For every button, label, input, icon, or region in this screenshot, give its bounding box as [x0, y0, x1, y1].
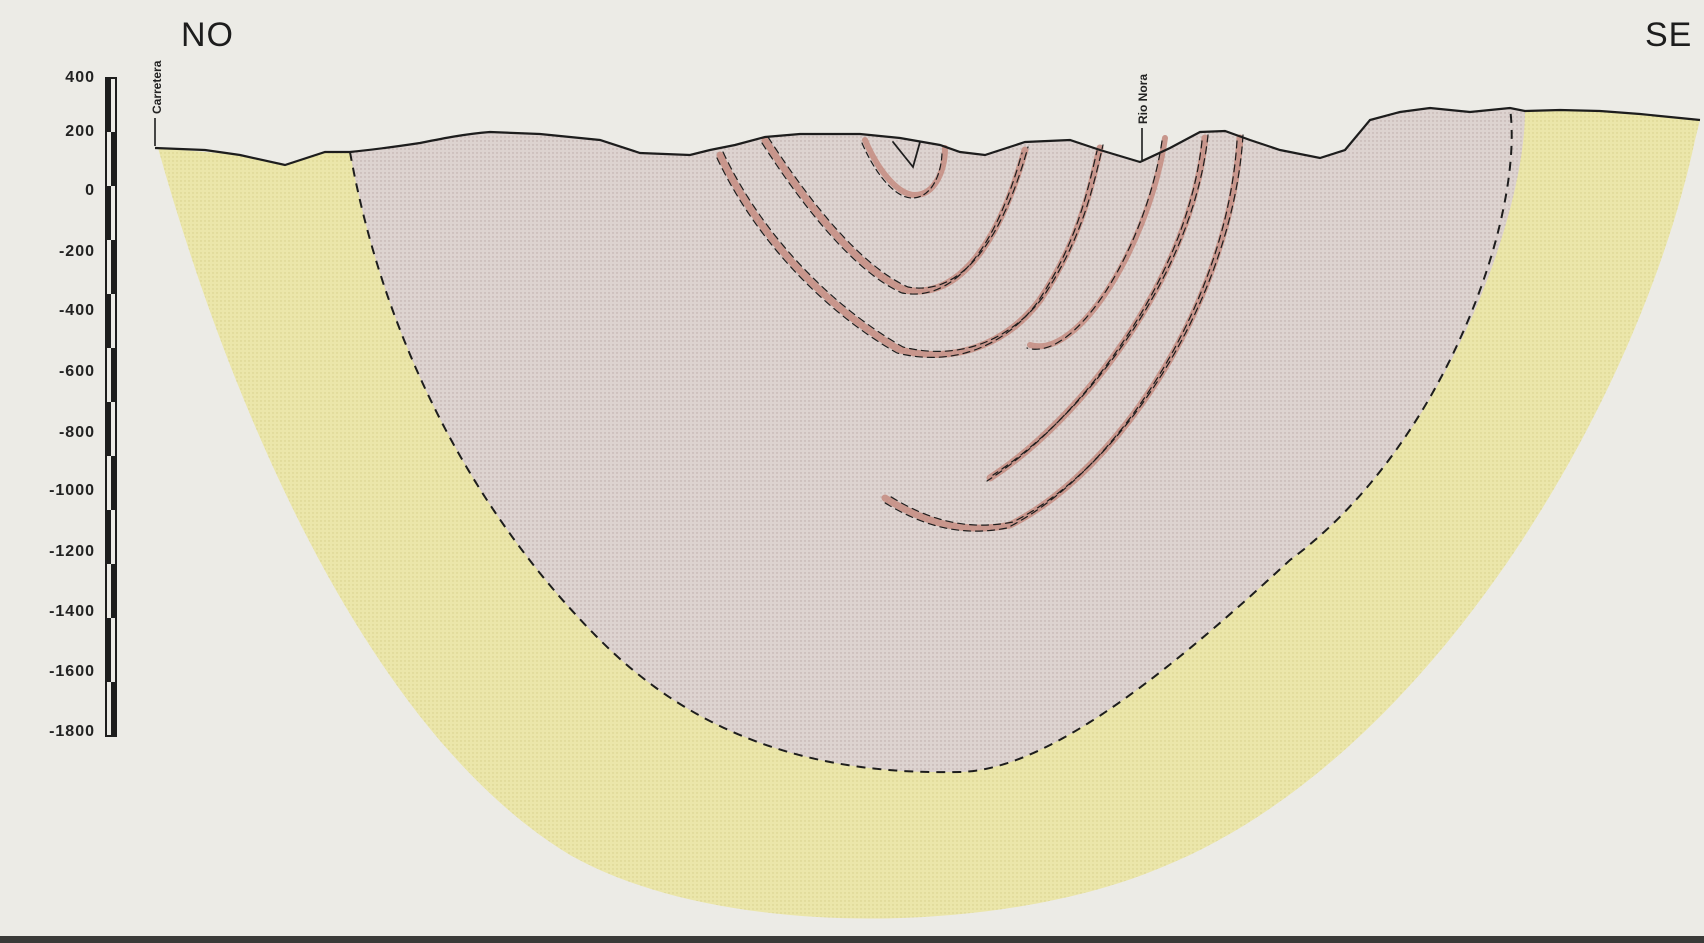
road-label: Carretera	[150, 61, 164, 114]
river-label: Rio Nora	[1136, 74, 1150, 124]
scale-tick-label: -1200	[0, 543, 95, 561]
scale-tick-label: -1400	[0, 603, 95, 621]
scale-tick-label: -1800	[0, 723, 95, 741]
scale-tick-label: -200	[0, 243, 95, 261]
elevation-scale-bar	[106, 78, 116, 736]
scale-tick-label: -1000	[0, 482, 95, 500]
scale-tick-label: -600	[0, 363, 95, 381]
bottom-border	[0, 936, 1704, 943]
scale-tick-label: 200	[0, 123, 95, 141]
scale-tick-label: -800	[0, 424, 95, 442]
direction-label-southeast: SE	[1645, 16, 1692, 55]
scale-tick-label: -1600	[0, 663, 95, 681]
direction-label-northwest: NO	[181, 16, 234, 55]
scale-tick-label: 400	[0, 69, 95, 87]
scale-tick-label: 0	[0, 182, 95, 200]
scale-tick-label: -400	[0, 302, 95, 320]
